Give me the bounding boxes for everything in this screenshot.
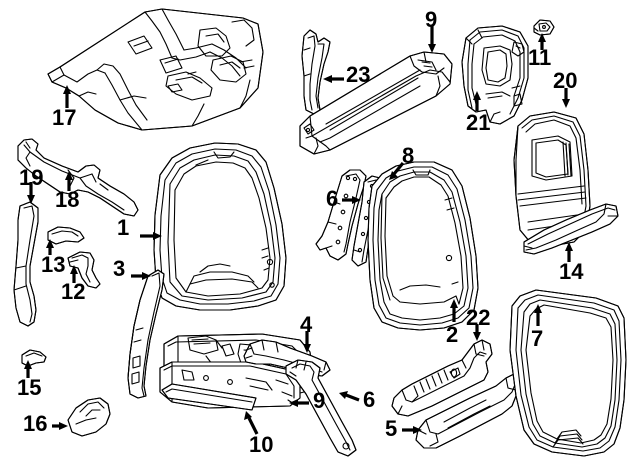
callout-label-22: 22 — [466, 305, 491, 330]
callout-label-9b: 9 — [313, 388, 326, 413]
callout-label-19: 19 — [19, 165, 44, 190]
callout-label-18: 18 — [55, 187, 80, 212]
part-16-corner-filler — [67, 397, 111, 437]
callout-label-2: 2 — [446, 322, 459, 347]
callout-label-11: 11 — [528, 45, 552, 70]
callout-label-21: 21 — [466, 110, 491, 135]
callout-label-8: 8 — [402, 143, 415, 168]
callout-label-10: 10 — [249, 432, 274, 457]
part-9b-roof-rail-bracket — [285, 359, 357, 457]
callout-label-17: 17 — [52, 105, 77, 130]
part-19-windshield-pillar-trim — [13, 201, 39, 327]
part-3-center-pillar-reinforcement — [127, 269, 165, 399]
part-17-floor-pan — [47, 8, 264, 131]
part-6-pillar-brace — [315, 169, 367, 261]
part-2-body-side-outer-panel — [367, 161, 479, 331]
callout-label-7: 7 — [531, 326, 544, 351]
part-23-a-pillar-reinforcement — [301, 29, 331, 115]
callout-label-9: 9 — [425, 7, 438, 32]
callout-label-12: 12 — [61, 279, 86, 304]
callout-label-20: 20 — [553, 68, 578, 93]
part-9-roof-side-rail — [299, 51, 453, 155]
callout-label-14: 14 — [559, 259, 584, 284]
part-13-bracket — [47, 226, 85, 245]
callout-arrows — [24, 25, 573, 435]
part-18-floor-side-member — [17, 138, 139, 217]
callout-label-3: 3 — [113, 256, 126, 281]
part-12-bracket — [67, 251, 101, 289]
callout-label-6b: 6 — [363, 387, 376, 412]
part-11-seat-belt-anchor — [533, 19, 555, 36]
part-1-door-frame — [153, 142, 287, 311]
part-14-rocker-molding — [523, 203, 619, 255]
callout-label-4: 4 — [300, 312, 313, 337]
callout-label-16: 16 — [23, 411, 48, 436]
part-7-door-weatherstrip — [509, 289, 627, 457]
part-22-rocker-inner-panel — [391, 339, 493, 417]
callout-label-13: 13 — [41, 252, 66, 277]
callout-label-23: 23 — [346, 62, 371, 87]
callout-label-15: 15 — [17, 375, 42, 400]
callout-label-1: 1 — [117, 215, 130, 240]
callout-label-5: 5 — [385, 416, 398, 441]
callout-label-6: 6 — [326, 186, 339, 211]
